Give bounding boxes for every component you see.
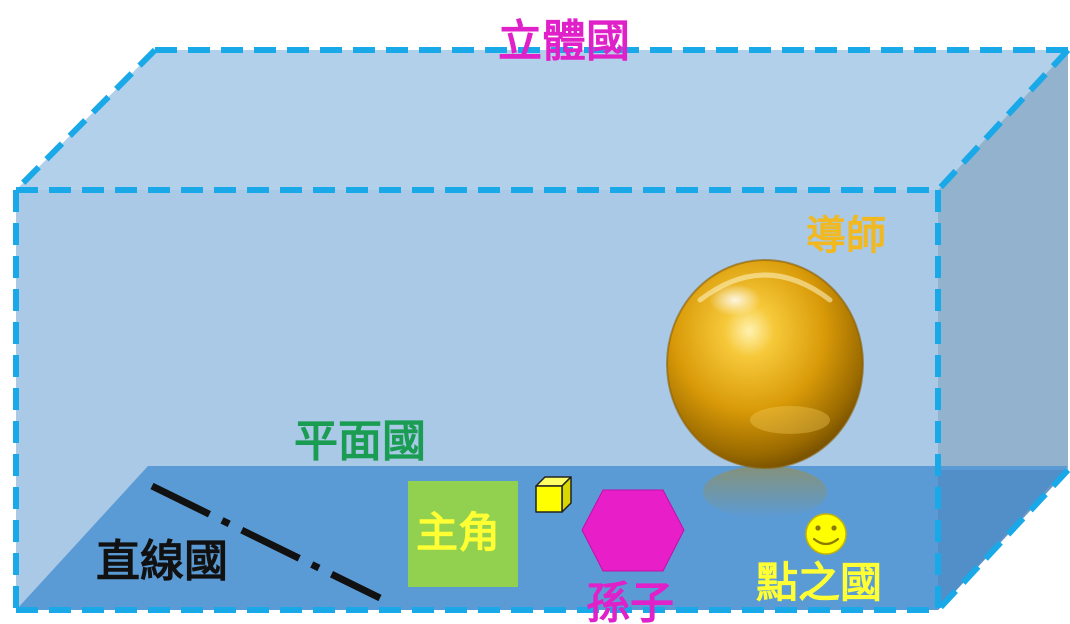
- hexagon-icon: [581, 489, 685, 572]
- point-land-label: 點之國: [756, 558, 883, 607]
- protagonist-square: [408, 481, 518, 587]
- mentor-label: 導師: [806, 213, 886, 259]
- box-top-face: [16, 50, 1068, 190]
- line-land-label: 直線國: [96, 536, 228, 587]
- sphere-reflection: [703, 466, 827, 518]
- smiley-face-icon: [805, 513, 847, 555]
- box-dashed-edges: [13, 47, 1070, 613]
- gold-sphere-icon: [666, 259, 864, 469]
- grandchild-label: 孫子: [586, 578, 674, 624]
- plane-land-label: 平面國: [294, 416, 426, 467]
- solid-land-title: 立體國: [498, 16, 630, 67]
- plane-land-floor-side: [938, 470, 1068, 610]
- line-land-line: [150, 482, 382, 602]
- protagonist-label: 主角: [416, 508, 501, 557]
- small-cube-icon: [535, 476, 572, 513]
